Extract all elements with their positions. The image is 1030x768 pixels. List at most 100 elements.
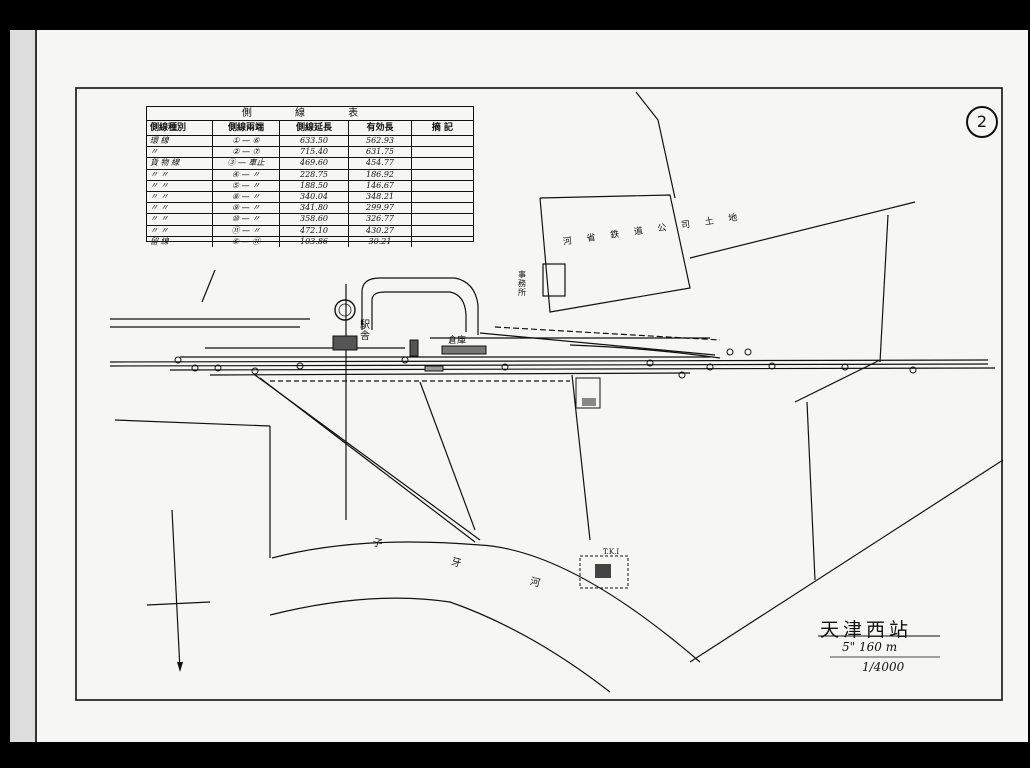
header-cell: 側線兩端 <box>213 121 280 135</box>
table-cell: 340.04 <box>280 191 349 203</box>
table-cell: 〃 〃 <box>147 191 213 203</box>
cross-line <box>146 601 211 606</box>
table-cell: 454.77 <box>349 158 412 169</box>
table-cell <box>412 158 473 168</box>
switch-marker <box>909 366 917 374</box>
branch-mid <box>419 381 476 531</box>
table-cell <box>412 181 473 191</box>
table-cell: ③ — 車止 <box>213 158 280 169</box>
side-building-label: 事務所 <box>518 270 526 297</box>
river <box>269 541 701 693</box>
main-tracks <box>109 318 996 382</box>
table-cell: ① — ⑥ <box>213 136 280 147</box>
table-cell: ⑧ — 〃 <box>213 191 280 203</box>
land-east-line <box>689 201 916 259</box>
platform-small <box>424 365 444 372</box>
header-cell: 摘 記 <box>431 123 454 133</box>
table-cell: ⑥ — ⑪ <box>213 236 280 247</box>
land-small-building <box>542 263 566 297</box>
siding-curve <box>479 332 716 356</box>
table-cell: 430.27 <box>349 225 412 236</box>
switch-marker <box>744 348 752 356</box>
table-cell: 228.75 <box>280 169 349 180</box>
table-cell <box>412 147 473 157</box>
table-cell <box>412 170 473 180</box>
water-tower <box>334 299 356 321</box>
header-cell: 有効長 <box>349 121 412 135</box>
switch-marker <box>841 363 849 371</box>
tk-label: T.K.I <box>603 548 620 556</box>
siding-curve-2 <box>569 344 721 359</box>
tk-building <box>595 564 611 578</box>
building-south-inner <box>582 398 596 406</box>
switch-marker <box>646 359 654 367</box>
station-building <box>332 335 358 351</box>
table-cell: 〃 〃 <box>147 180 213 191</box>
table-cell: 〃 〃 <box>147 169 213 180</box>
header-cell: 側線種別 <box>147 121 213 135</box>
land-fence <box>635 91 676 199</box>
left-boundary <box>114 419 271 427</box>
station-track-plan <box>10 30 1004 742</box>
switch-marker <box>174 356 182 364</box>
table-cell: 186.92 <box>349 169 412 180</box>
table-cell: ⑪ — 〃 <box>213 225 280 236</box>
table-cell: 環 線 <box>147 136 213 147</box>
table-cell <box>412 136 473 146</box>
table-cell: 469.60 <box>280 158 349 169</box>
station-name: 天津西站 <box>820 619 913 641</box>
table-cell: ⑨ — 〃 <box>213 203 280 214</box>
table-cell: 30.21 <box>349 236 412 247</box>
table-cell: 103.86 <box>280 236 349 247</box>
land-outline <box>539 194 691 313</box>
table-cell: 562.93 <box>349 136 412 147</box>
switch-marker <box>678 371 686 379</box>
company-land-boundary <box>539 91 916 313</box>
table-cell: ⑤ — 〃 <box>213 180 280 191</box>
table-cell <box>412 237 473 247</box>
table-cell: 〃 <box>147 147 213 158</box>
table-cell <box>412 226 473 236</box>
road-outer <box>361 277 479 335</box>
vertical-right-2 <box>806 401 816 581</box>
building-south <box>575 377 601 409</box>
siding-table-header: 側線種別 側線兩端 側線延長 有効長 摘 記 <box>147 121 473 136</box>
station-buildings <box>332 299 629 589</box>
table-cell: ② — ⑦ <box>213 147 280 158</box>
table-cell: 299.97 <box>349 203 412 214</box>
table-cell <box>412 192 473 202</box>
track-5 <box>209 372 691 376</box>
table-cell <box>412 214 473 224</box>
table-cell: 631.75 <box>349 147 412 158</box>
diag-lower-right <box>689 459 1004 663</box>
forecourt-road <box>361 277 721 341</box>
dashed-boundary <box>494 326 721 341</box>
table-cell: 〃 〃 <box>147 225 213 236</box>
table-cell: 358.60 <box>280 214 349 225</box>
building-2 <box>409 339 419 357</box>
main-track-2 <box>109 363 989 367</box>
main-track-1 <box>109 359 989 363</box>
table-cell: ⑩ — 〃 <box>213 214 280 225</box>
table-cell: 貨 物 線 <box>147 158 213 169</box>
station-building-label: 駅舎 <box>360 320 370 342</box>
track-4 <box>169 367 996 371</box>
table-cell: 348.21 <box>349 191 412 203</box>
road-inner <box>371 291 467 332</box>
switch-marker <box>501 363 509 371</box>
branch-right <box>571 374 591 541</box>
scale-ratio-text: 5" 160 m <box>842 640 898 654</box>
paper-edge <box>10 30 36 742</box>
sheet-number: 2 <box>966 106 998 138</box>
switch-marker <box>726 348 734 356</box>
warehouse-building <box>441 345 487 355</box>
table-cell: 〃 〃 <box>147 214 213 225</box>
switch-marker <box>251 367 259 375</box>
branch-far-right <box>794 359 881 403</box>
